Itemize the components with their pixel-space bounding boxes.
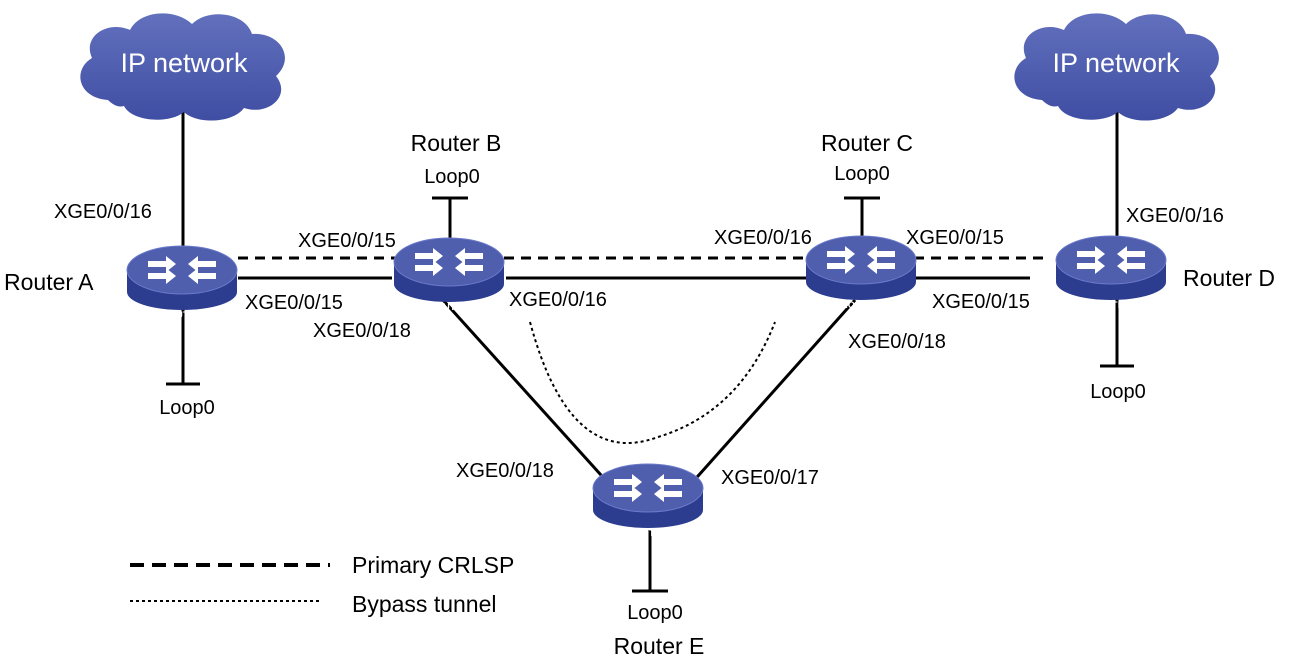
router-c-name: Router C — [821, 130, 913, 156]
router-d-name: Router D — [1183, 265, 1275, 291]
router-d-badge: ROUTER — [1091, 300, 1131, 310]
iface-c-e: XGE0/0/18 — [848, 331, 946, 353]
router-a-icon — [126, 245, 238, 311]
router-c-icon — [805, 235, 917, 301]
router-e-name: Router E — [614, 633, 705, 659]
iface-d-c: XGE0/0/15 — [932, 291, 1030, 313]
router-b-badge: ROUTER — [429, 302, 469, 312]
link-b-e — [441, 298, 612, 487]
router-d-loop-label: Loop0 — [1090, 381, 1146, 403]
iface-a-b: XGE0/0/15 — [245, 292, 343, 314]
iface-b-c: XGE0/0/16 — [509, 289, 607, 311]
router-d: ROUTER — [1055, 235, 1167, 310]
router-e-loop-label: Loop0 — [627, 602, 683, 624]
router-b: ROUTER — [393, 237, 505, 312]
iface-c-d: XGE0/0/15 — [906, 227, 1004, 249]
router-c-badge: ROUTER — [841, 300, 881, 310]
iface-b-e: XGE0/0/18 — [313, 320, 411, 342]
router-e-badge: ROUTER — [628, 528, 668, 538]
iface-a-cloud: XGE0/0/16 — [54, 201, 152, 223]
iface-e-b: XGE0/0/18 — [456, 460, 554, 482]
router-a-badge: ROUTER — [162, 310, 202, 320]
cloud-left: IP network — [80, 13, 285, 121]
bypass-tunnel-path — [529, 321, 776, 444]
cloud-right: IP network — [1014, 13, 1219, 121]
router-a-loop-label: Loop0 — [159, 397, 215, 419]
iface-b-a-top: XGE0/0/15 — [298, 230, 396, 252]
legend-primary-label: Primary CRLSP — [352, 552, 514, 578]
router-b-name: Router B — [411, 130, 502, 156]
router-a-name: Router A — [4, 269, 94, 295]
links — [166, 100, 1134, 593]
router-b-loop-label: Loop0 — [424, 166, 480, 188]
link-c-e — [688, 299, 857, 486]
cloud-left-label: IP network — [120, 48, 248, 78]
router-d-icon — [1055, 235, 1167, 301]
router-b-icon — [393, 237, 505, 303]
router-c-loop-label: Loop0 — [834, 163, 890, 185]
router-a: ROUTER — [126, 245, 238, 320]
cloud-right-label: IP network — [1052, 48, 1180, 78]
legend-bypass-label: Bypass tunnel — [352, 591, 496, 617]
iface-c-b: XGE0/0/16 — [714, 227, 812, 249]
legend: Primary CRLSP Bypass tunnel — [130, 552, 514, 617]
router-c: ROUTER — [805, 235, 917, 310]
router-e: ROUTER — [592, 463, 704, 538]
router-e-icon — [592, 463, 704, 529]
iface-d-cloud: XGE0/0/16 — [1126, 205, 1224, 227]
iface-e-c: XGE0/0/17 — [721, 467, 819, 489]
